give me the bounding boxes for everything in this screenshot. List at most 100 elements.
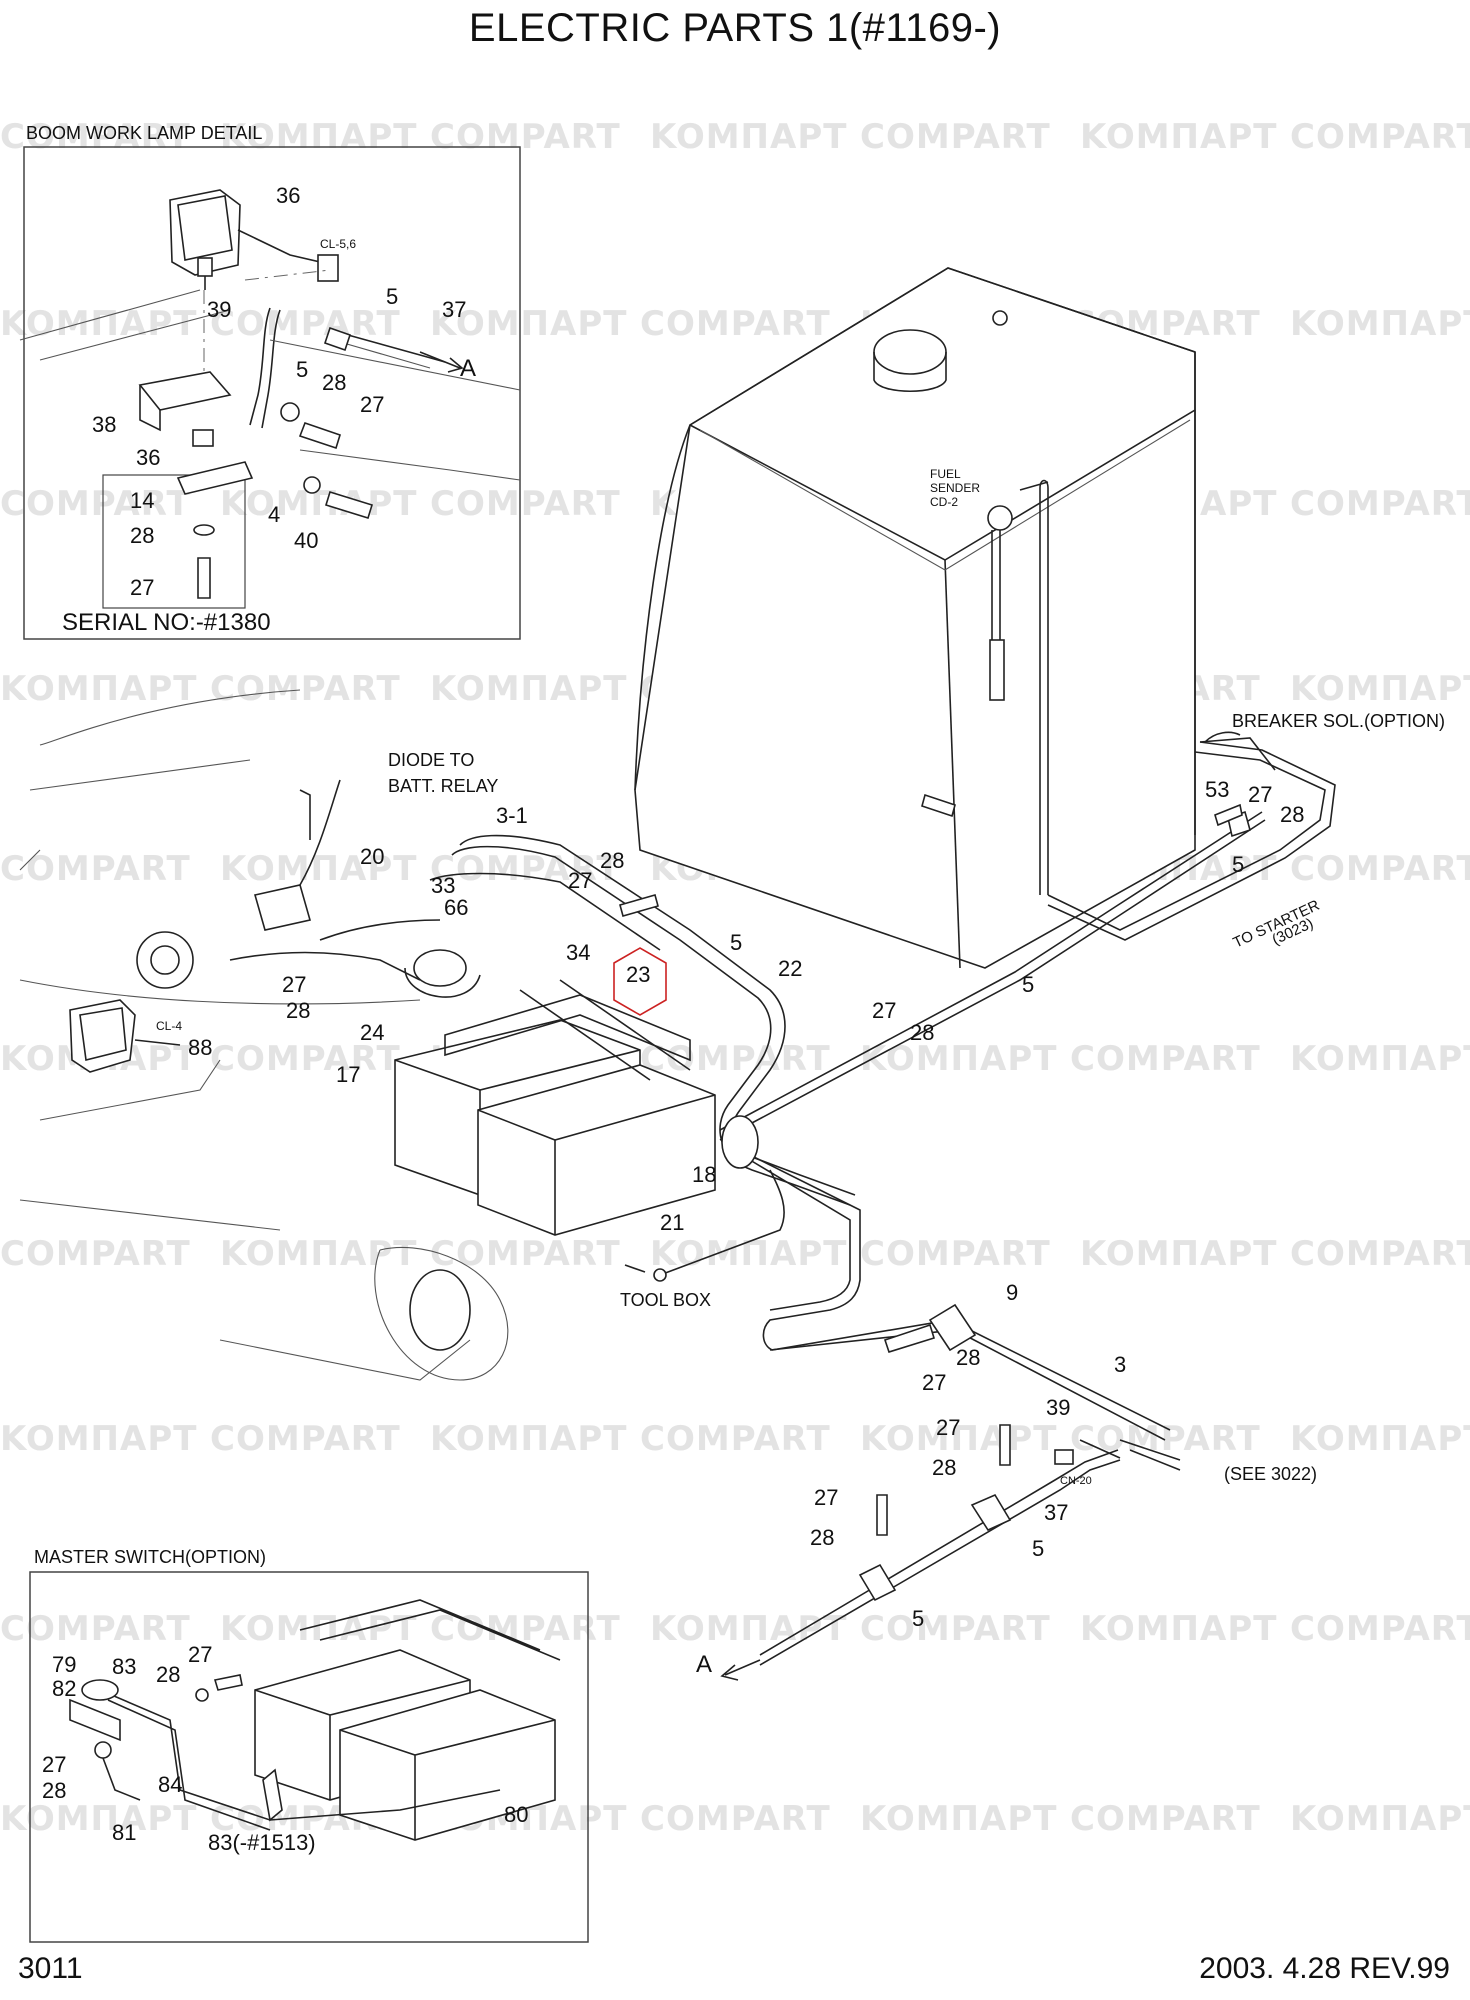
bracket-14 <box>176 461 254 495</box>
bracket-38 <box>138 371 232 411</box>
note-see3022: (SEE 3022) <box>1224 1464 1317 1484</box>
callout: 38 <box>92 412 116 437</box>
note-a-top: A <box>460 355 476 382</box>
battery-relay <box>413 949 467 987</box>
note-toolbox: TOOL BOX <box>620 1290 711 1310</box>
watermark-text: COMPART <box>640 304 831 344</box>
watermark-text: KOMПАРТ <box>1290 1799 1470 1839</box>
watermark-text: KOMПАРТ <box>220 849 417 889</box>
callout: 21 <box>660 1210 684 1235</box>
callout: 27 <box>42 1752 66 1777</box>
work-lamp-cl4 <box>69 999 136 1073</box>
callout: 34 <box>566 940 590 965</box>
note-cn20: CN-20 <box>1060 1475 1092 1487</box>
watermark-text: COMPART <box>640 1419 831 1459</box>
work-lamp <box>169 189 339 290</box>
watermark-text: KOMПАРТ <box>220 117 417 157</box>
callout: 36 <box>276 183 300 208</box>
note-fuel: FUEL <box>930 467 961 481</box>
master-switch-box <box>29 1571 589 1943</box>
callout: 9 <box>1006 1280 1018 1305</box>
watermark-text: KOMПАРТ <box>860 1039 1057 1079</box>
callout: 28 <box>910 1020 934 1045</box>
battery-17b <box>477 1064 716 1236</box>
watermark-text: COMPART <box>430 1234 621 1274</box>
callout: 5 <box>1022 972 1034 997</box>
callout: 33 <box>431 873 455 898</box>
callout: 27 <box>360 392 384 417</box>
callout: 27 <box>188 1642 212 1667</box>
callout: 37 <box>442 297 466 322</box>
watermark-text: COMPART <box>0 1234 191 1274</box>
page-title: ELECTRIC PARTS 1(#1169-) <box>468 6 1002 50</box>
callout: 79 <box>52 1652 76 1677</box>
callout: 27 <box>814 1485 838 1510</box>
callout: 28 <box>956 1345 980 1370</box>
tank-cap <box>873 329 947 375</box>
watermark-text: COMPART <box>430 484 621 524</box>
page-number: 3011 <box>18 1952 83 1985</box>
note-fuel: CD-2 <box>930 495 958 509</box>
watermark-text: KOMПАРТ <box>220 1609 417 1649</box>
harness-to-starter <box>719 811 1266 1141</box>
watermark-text: COMPART <box>1070 1799 1261 1839</box>
callout: 20 <box>360 844 384 869</box>
callout: 18 <box>692 1162 716 1187</box>
watermark-text: KOMПАРТ <box>1290 1419 1470 1459</box>
watermark-text: KOMПАРТ <box>430 1419 627 1459</box>
watermark-text: COMPART <box>860 117 1051 157</box>
grommet <box>721 1115 759 1169</box>
callout: 27 <box>1248 782 1272 807</box>
callout: 80 <box>504 1802 528 1827</box>
watermark-text: COMPART <box>210 304 401 344</box>
callout: 28 <box>1280 802 1304 827</box>
callout: 40 <box>294 528 318 553</box>
watermark-text: COMPART <box>0 484 191 524</box>
note-fuel: SENDER <box>930 481 980 495</box>
note-a-bottom: A <box>696 1651 712 1678</box>
watermark-text: COMPART <box>1290 849 1470 889</box>
washer-28b <box>193 524 215 536</box>
watermark-text: COMPART <box>430 117 621 157</box>
watermark-text: COMPART <box>430 849 621 889</box>
serial-note: SERIAL NO:-#1380 <box>62 609 271 636</box>
callout: 84 <box>158 1772 182 1797</box>
bushing-36 <box>192 429 214 447</box>
bolt-40 <box>325 490 373 520</box>
note-cl4: CL-4 <box>156 1019 182 1033</box>
watermark-text: COMPART <box>210 1039 401 1079</box>
callout: 5 <box>1232 852 1244 877</box>
callout: 27 <box>922 1370 946 1395</box>
harness-to-a <box>759 1449 1121 1666</box>
watermark-text: COMPART <box>0 1609 191 1649</box>
horn <box>136 931 194 989</box>
callout: 28 <box>130 523 154 548</box>
watermark-text: KOMПАРТ <box>1080 117 1277 157</box>
watermark-text: KOMПАРТ <box>1080 1234 1277 1274</box>
callout: 37 <box>1044 1500 1068 1525</box>
callout: 5 <box>912 1606 924 1631</box>
connector-cn20 <box>1054 1449 1074 1465</box>
callout: 27 <box>936 1415 960 1440</box>
clip-39 <box>249 307 271 426</box>
callout: 53 <box>1205 777 1229 802</box>
watermark-text: COMPART <box>640 1039 831 1079</box>
callout: 4 <box>268 502 280 527</box>
arrow-a-bottom <box>720 1659 761 1681</box>
watermark-text: COMPART <box>210 669 401 709</box>
note-diode: BATT. RELAY <box>388 776 498 796</box>
watermark-text: KOMПАРТ <box>0 1799 197 1839</box>
box-title-master-switch: MASTER SWITCH(OPTION) <box>34 1547 266 1567</box>
callout: 28 <box>42 1778 66 1803</box>
watermark-text: KOMПАРТ <box>0 1419 197 1459</box>
boss <box>409 1269 471 1351</box>
callout: 28 <box>932 1455 956 1480</box>
watermark-text: COMPART <box>860 1234 1051 1274</box>
watermark-text: COMPART <box>210 1419 401 1459</box>
box-title-boom-lamp: BOOM WORK LAMP DETAIL <box>26 123 262 143</box>
battery-holder <box>444 994 691 1062</box>
callout: 28 <box>810 1525 834 1550</box>
callout: 14 <box>130 488 154 513</box>
